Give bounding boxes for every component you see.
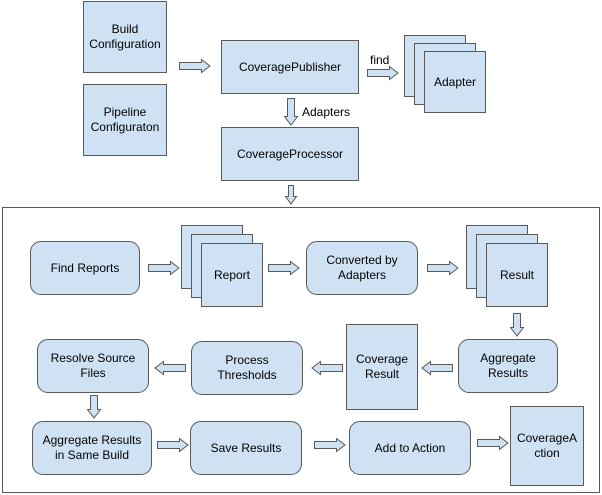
report-node: Report — [201, 243, 263, 307]
build-configuration-node: Build Configuration — [83, 1, 167, 73]
find-label: find — [370, 53, 390, 67]
arrow-resolve-to-aggregate-build — [86, 395, 102, 419]
aggregate-results-same-build-node: Aggregate Results in Same Build — [32, 421, 152, 475]
find-reports-node: Find Reports — [30, 241, 140, 295]
add-to-action-node: Add to Action — [349, 421, 471, 475]
coverage-action-node: CoverageA ction — [510, 406, 584, 486]
report-label: Report — [213, 267, 251, 282]
arrow-publisher-to-processor — [283, 98, 299, 126]
arrow-publisher-to-adapter — [367, 65, 399, 81]
adapter-label: Adapter — [433, 74, 477, 89]
result-node: Result — [486, 243, 548, 307]
coverage-result-node: Coverage Result — [346, 324, 418, 410]
coverage-action-label: CoverageA ction — [516, 431, 578, 460]
converted-by-adapters-label: Converted by Adapters — [326, 253, 398, 282]
resolve-source-files-node: Resolve Source Files — [37, 339, 149, 393]
process-thresholds-node: Process Thresholds — [191, 341, 303, 395]
coverage-processor-node: CoverageProcessor — [221, 127, 359, 181]
arrow-find-to-report — [148, 260, 180, 276]
build-configuration-label: Build Configuration — [89, 22, 161, 51]
result-label: Result — [499, 267, 534, 282]
coverage-processor-label: CoverageProcessor — [236, 146, 344, 161]
processor-detail-frame — [2, 207, 600, 493]
converted-by-adapters-node: Converted by Adapters — [306, 241, 418, 295]
arrow-add-action-to-coverage-action — [477, 435, 509, 451]
arrow-save-to-add-action — [314, 437, 346, 453]
aggregate-results-node: Aggregate Results — [458, 339, 558, 393]
adapter-node: Adapter — [424, 51, 486, 113]
arrow-processor-to-frame — [284, 185, 298, 205]
arrow-config-to-publisher — [179, 58, 211, 74]
coverage-result-label: Coverage Result — [355, 352, 409, 381]
coverage-publisher-label: CoveragePublisher — [238, 59, 342, 74]
arrow-aggregate-build-to-save — [157, 437, 189, 453]
arrow-converted-to-result — [427, 260, 459, 276]
arrow-aggregate-to-coverage-result — [421, 360, 453, 376]
pipeline-configuration-label: Pipeline Configuraton — [90, 105, 160, 134]
arrow-thresholds-to-resolve — [154, 360, 186, 376]
aggregate-results-label: Aggregate Results — [480, 351, 536, 380]
resolve-source-files-label: Resolve Source Files — [50, 351, 136, 380]
add-to-action-label: Add to Action — [374, 440, 446, 455]
pipeline-configuration-node: Pipeline Configuraton — [83, 84, 167, 156]
arrow-report-to-converted — [268, 260, 300, 276]
arrow-result-to-aggregate — [509, 313, 525, 337]
arrow-coverage-result-to-thresholds — [311, 360, 343, 376]
find-reports-label: Find Reports — [50, 260, 120, 275]
aggregate-results-same-build-label: Aggregate Results in Same Build — [42, 433, 142, 462]
coverage-publisher-node: CoveragePublisher — [221, 40, 359, 94]
adapters-label: Adapters — [302, 105, 351, 119]
process-thresholds-label: Process Thresholds — [217, 353, 277, 382]
save-results-label: Save Results — [210, 440, 282, 455]
save-results-node: Save Results — [190, 421, 302, 475]
